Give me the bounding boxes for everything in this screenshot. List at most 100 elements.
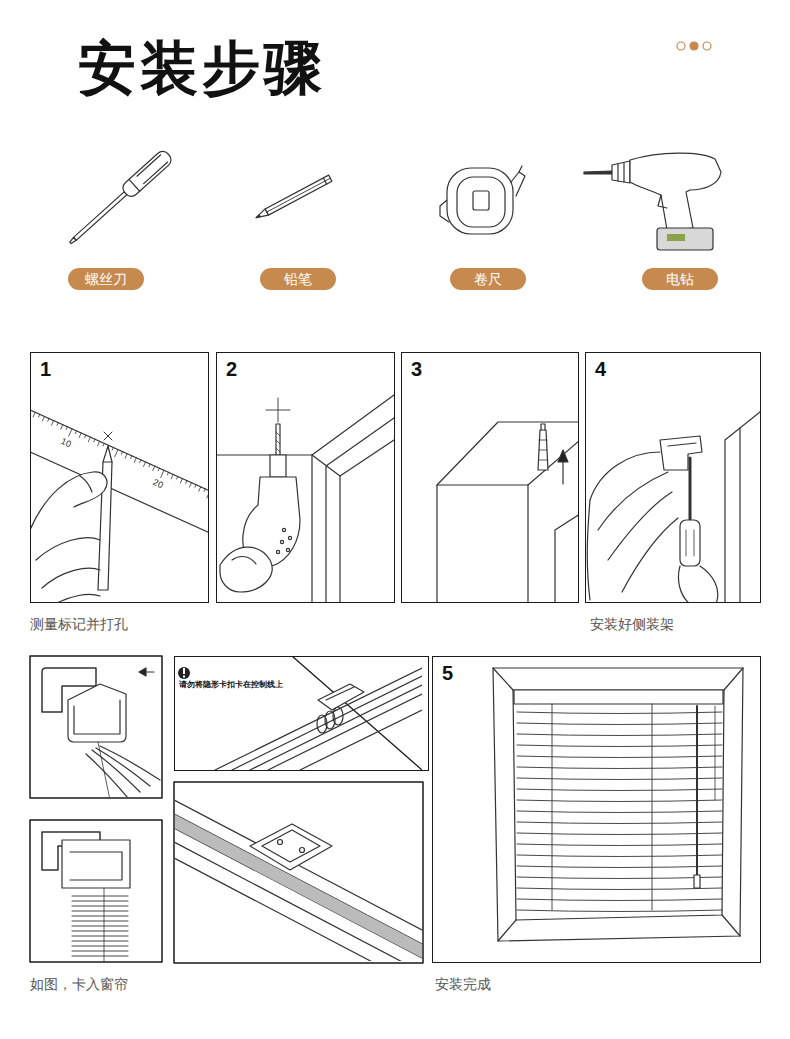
anchor-art (555, 514, 578, 602)
ruler-ticks (57, 423, 58, 426)
tool-name: 螺丝刀 (85, 268, 127, 290)
ruler-ticks (98, 441, 100, 446)
blind-slats (517, 910, 722, 912)
drill-icon (612, 161, 630, 183)
warning-note: 请勿将隐形卡扣卡在控制线上 (179, 680, 428, 690)
bracket-art (680, 520, 700, 566)
step-caption: 测量标记并打孔 (30, 616, 128, 633)
ruler-ticks (61, 425, 63, 430)
blind-slats (517, 734, 722, 736)
measure-art (55, 594, 100, 602)
clip-in-art (104, 888, 105, 961)
pencil-icon (265, 175, 332, 215)
ruler-ticks (88, 437, 90, 442)
ruler-ticks (94, 439, 95, 442)
pencil-icon (256, 215, 260, 219)
clip-in-art (70, 852, 122, 880)
step-caption: 如图，卡入窗帘 (30, 976, 128, 993)
ruler-ticks (125, 454, 127, 459)
drilling-art (326, 418, 394, 602)
ruler-ticks (180, 478, 182, 483)
clip-in-art (72, 896, 128, 956)
bracket-art (725, 412, 760, 602)
rail-clip-art (175, 814, 422, 958)
ruler-number: 20 (150, 477, 165, 492)
bracket-art (587, 500, 590, 600)
step-number: 2 (226, 358, 394, 380)
ruler-ticks (207, 491, 208, 498)
ruler-ticks (140, 460, 141, 463)
ruler-number: 10 (58, 436, 73, 451)
tool-name: 卷尺 (474, 268, 502, 290)
blind-slats (517, 800, 722, 802)
drilling-art (276, 432, 280, 452)
screwdriver-icon (120, 149, 174, 200)
blind-slats (517, 877, 722, 879)
blind-slats (517, 866, 722, 868)
ruler-ticks (149, 464, 150, 467)
drilling-art (312, 395, 394, 602)
drilling-art (280, 540, 283, 543)
anchor-art (437, 422, 578, 485)
drilling-art (232, 557, 256, 564)
tape-measure-icon (511, 172, 525, 196)
ruler-ticks (115, 450, 118, 457)
screwdriver-icon (74, 192, 127, 240)
screwdriver-icon (65, 149, 174, 249)
blind-slats (517, 855, 722, 857)
warning-art (183, 676, 185, 678)
drilling-art (217, 454, 312, 455)
warning-art (183, 668, 185, 674)
ruler-ticks (112, 447, 113, 450)
ruler-ticks (75, 431, 76, 434)
blind-slats (517, 778, 722, 780)
blind-slats (517, 789, 722, 791)
bracket-art (689, 458, 692, 520)
deco-dots (703, 42, 711, 50)
warning-art (178, 657, 422, 770)
bracket-art (622, 518, 678, 592)
drill-icon (617, 164, 618, 181)
ruler-ticks (31, 410, 208, 498)
bracket-art (700, 566, 718, 602)
blind-art (694, 875, 700, 888)
drill-icon (630, 153, 721, 230)
screwdriver-icon (144, 162, 168, 183)
measure-art (42, 568, 100, 588)
tape-measure-icon (519, 166, 522, 172)
step-panel: 5 (432, 656, 761, 963)
bracket-art (660, 436, 702, 470)
measure-art (31, 410, 208, 602)
warning-art (268, 694, 422, 770)
ruler-ticks (177, 476, 178, 479)
warning-art (326, 687, 354, 700)
tape-measure-icon (473, 191, 489, 210)
step-number: 3 (411, 358, 578, 380)
clip-side-art (100, 746, 160, 780)
rail-clip-art (250, 824, 332, 870)
clip-in-art (42, 832, 130, 961)
blind-slats (517, 712, 722, 714)
anchor-art (539, 440, 547, 460)
ruler-ticks (48, 419, 49, 422)
measure-art (98, 446, 112, 590)
clip-side-art (74, 700, 120, 734)
clip-side-art (86, 754, 128, 797)
drilling-art (282, 528, 285, 531)
illustration (29, 42, 760, 966)
tool-tag: 铅笔 (260, 268, 336, 290)
rail-clip-art (175, 800, 422, 930)
ruler-ticks (39, 414, 40, 417)
warning-panel: 请勿将隐形卡扣卡在控制线上 (174, 656, 429, 771)
blind-slats (517, 811, 722, 813)
step-panel: 1 (30, 352, 209, 603)
drilling-art (276, 550, 279, 553)
warning-art (318, 684, 364, 710)
ruler-ticks (131, 456, 132, 459)
clip-side-art (68, 684, 126, 742)
drilling-art (286, 548, 289, 551)
screwdriver-icon (137, 155, 161, 176)
warning-art (333, 707, 343, 725)
blind-slats (517, 899, 722, 901)
drilling-art (270, 455, 286, 477)
